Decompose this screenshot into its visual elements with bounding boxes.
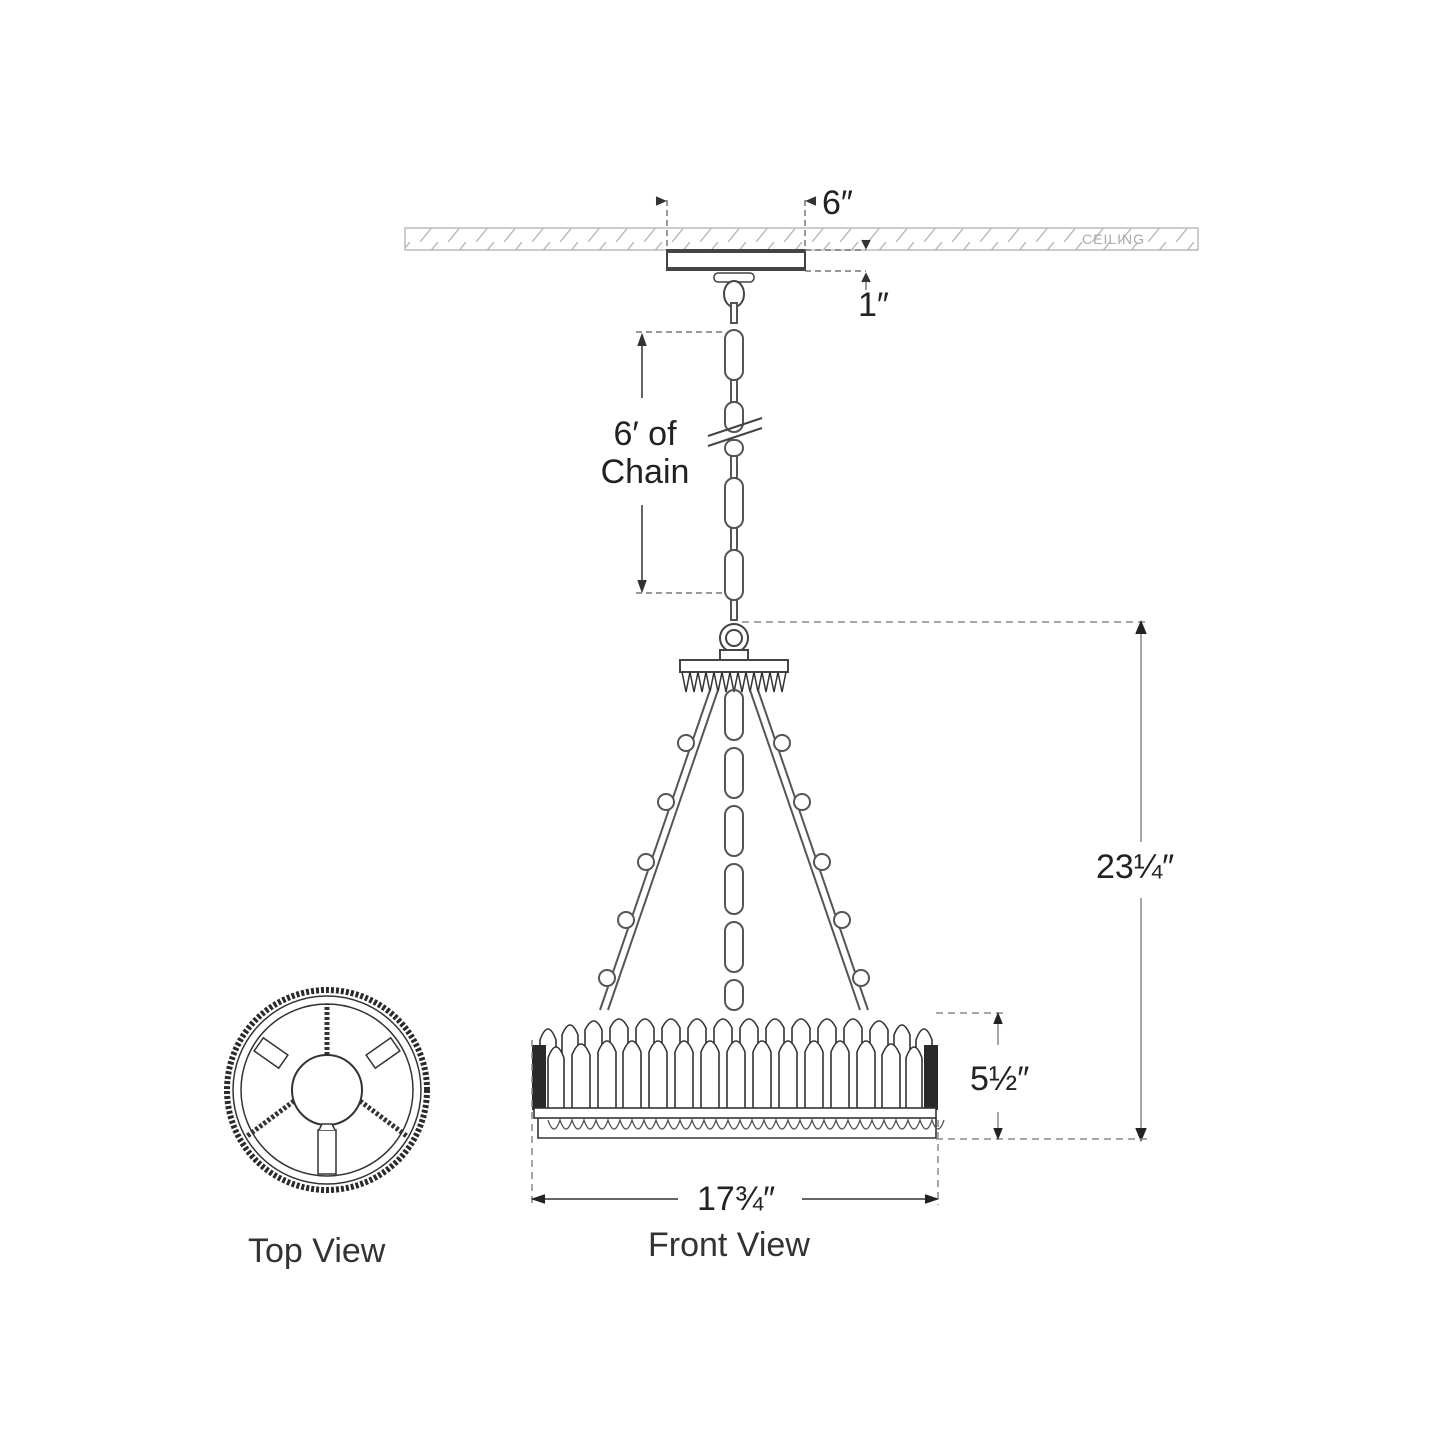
top-view-label: Top View bbox=[248, 1232, 386, 1270]
top-view-drawing bbox=[224, 987, 430, 1193]
support-chains bbox=[598, 689, 870, 1011]
chain-length-line2: Chain bbox=[600, 453, 690, 491]
ceiling-label: CEILING bbox=[1082, 231, 1146, 247]
overall-width-label: 17¾″ bbox=[697, 1180, 776, 1218]
shade-height-label: 5½″ bbox=[970, 1060, 1030, 1098]
front-view-label: Front View bbox=[648, 1226, 810, 1264]
hanging-chain bbox=[707, 302, 763, 621]
chain-length-dimension bbox=[636, 331, 725, 594]
canopy-width-dimension bbox=[655, 196, 817, 250]
fixture-hook-plate bbox=[679, 623, 789, 693]
overall-height-label: 23¼″ bbox=[1096, 848, 1175, 886]
chain-length-label: 6′ of Chain bbox=[590, 415, 700, 491]
shade-height-dimension bbox=[936, 1011, 1148, 1141]
overall-width-dimension bbox=[530, 1040, 940, 1205]
canopy-height-label: 1″ bbox=[858, 286, 889, 324]
ceiling bbox=[404, 227, 1199, 251]
canopy-height-dimension bbox=[805, 239, 871, 290]
leaf-row-front bbox=[547, 1040, 923, 1111]
leaf-shade bbox=[532, 1018, 945, 1139]
chain-length-line1: 6′ of bbox=[613, 415, 677, 453]
canopy bbox=[666, 249, 806, 308]
overall-height-dimension bbox=[742, 620, 1148, 1142]
canopy-width-label: 6″ bbox=[822, 184, 853, 222]
